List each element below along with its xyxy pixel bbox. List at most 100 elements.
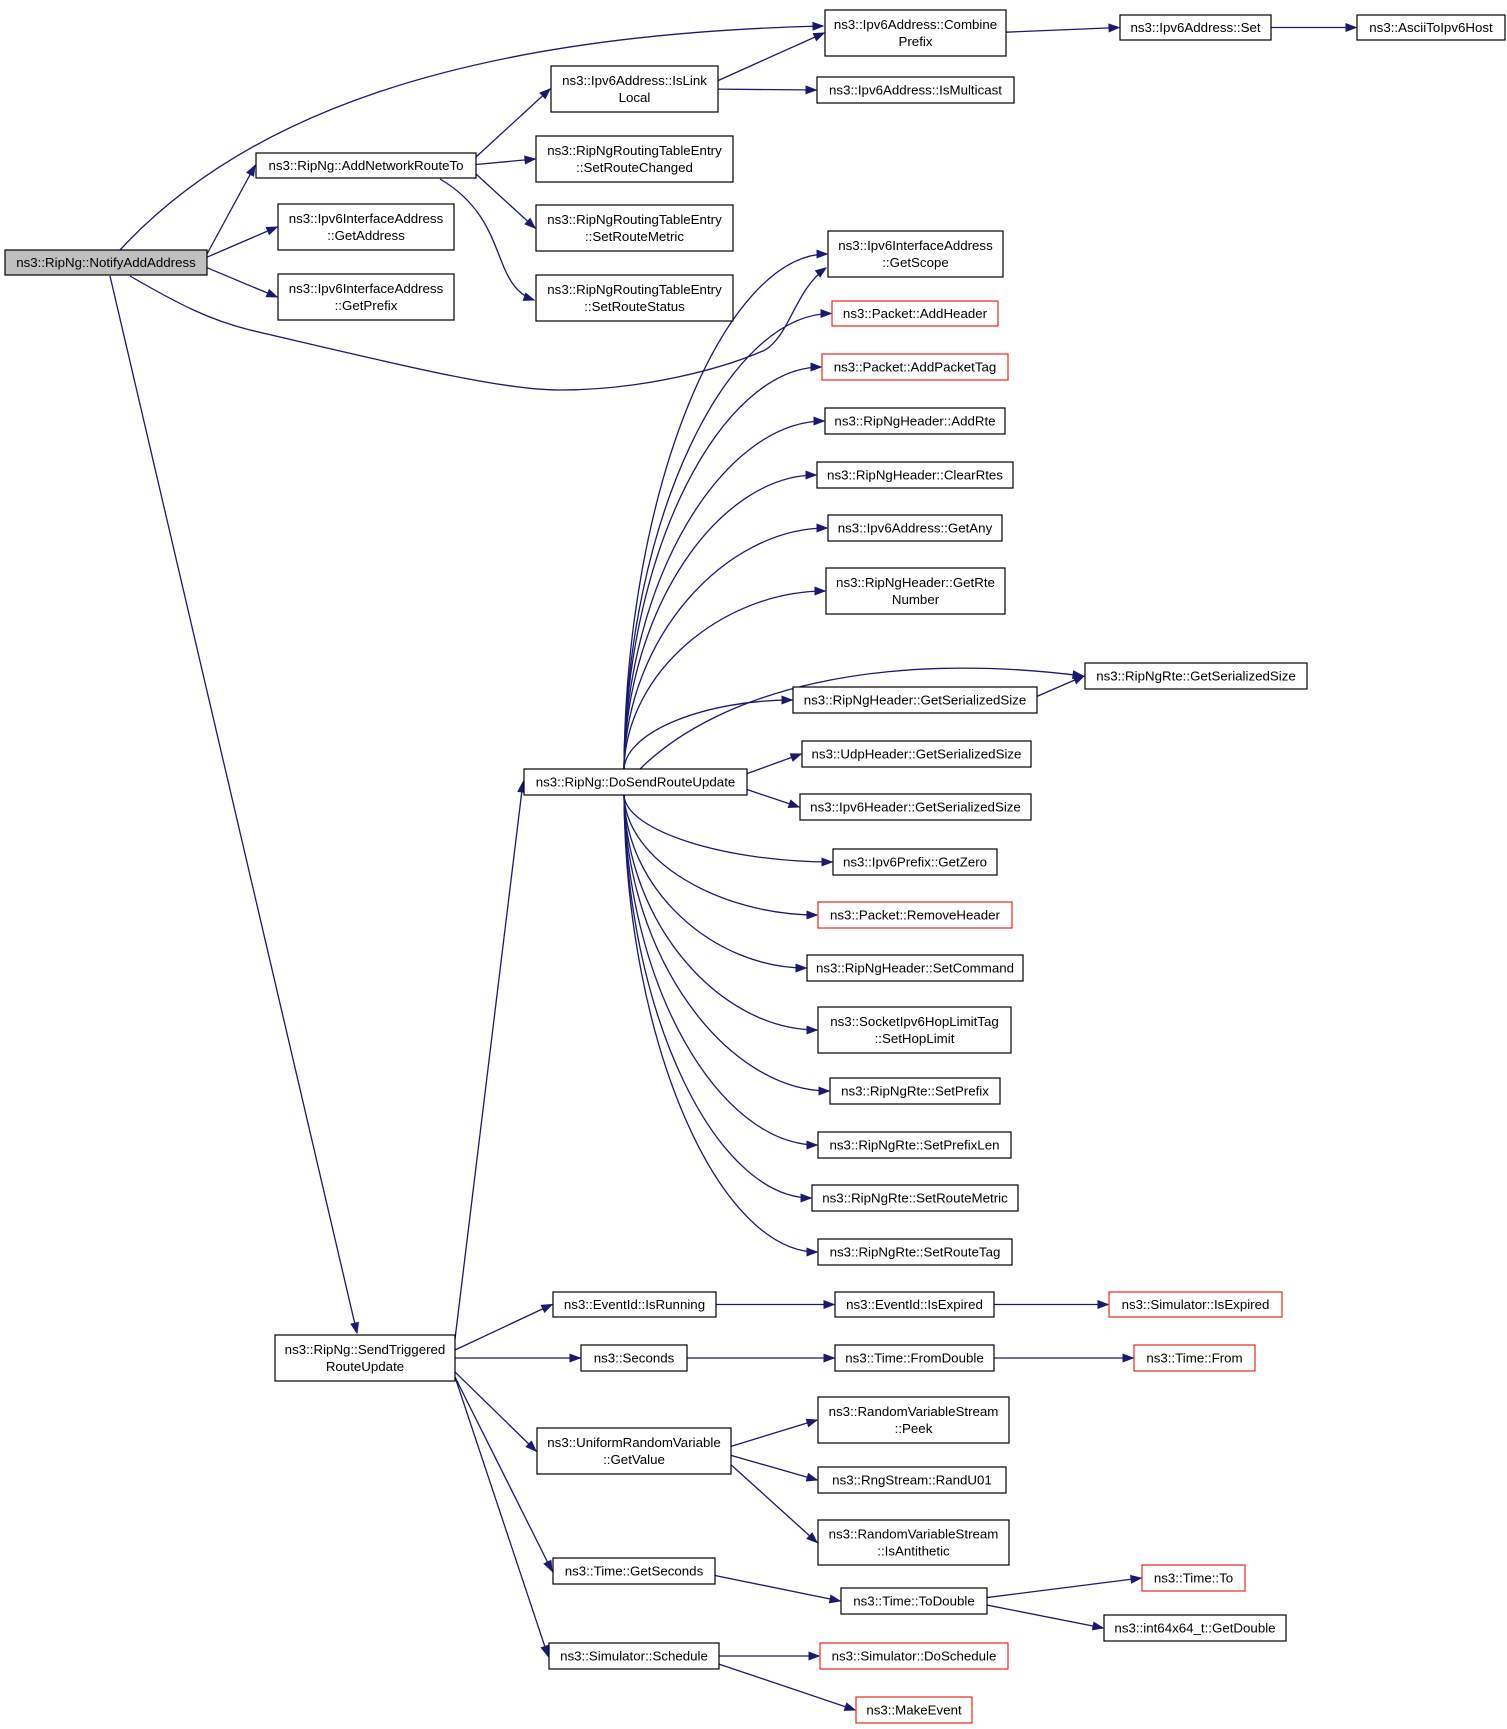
node-todouble[interactable]: ns3::Time::ToDouble: [840, 1587, 988, 1615]
edge-line: [623, 794, 818, 916]
node-timefrom[interactable]: ns3::Time::From: [1133, 1344, 1256, 1372]
edge-dosend-to-sethoplimit: [623, 794, 819, 1035]
edge-ipv6set-to-ascii: [1271, 22, 1358, 33]
node-box: [831, 300, 999, 327]
node-ipv6serial[interactable]: ns3::Ipv6Header::GetSerializedSize: [799, 793, 1032, 821]
node-ifgetprefix[interactable]: ns3::Ipv6InterfaceAddress::GetPrefix: [277, 273, 455, 321]
node-seconds[interactable]: ns3::Seconds: [580, 1344, 688, 1372]
node-addnet[interactable]: ns3::RipNg::AddNetworkRouteTo: [255, 152, 477, 179]
node-doschedule[interactable]: ns3::Simulator::DoSchedule: [819, 1642, 1009, 1670]
node-addrte[interactable]: ns3::RipNgHeader::AddRte: [824, 407, 1006, 435]
edge-line: [986, 1604, 1104, 1629]
node-isrunning[interactable]: ns3::EventId::IsRunning: [552, 1291, 717, 1318]
node-box: [817, 1519, 1010, 1566]
node-label: RouteUpdate: [326, 1359, 404, 1374]
node-ifgetaddr[interactable]: ns3::Ipv6InterfaceAddress::GetAddress: [277, 203, 455, 251]
node-hdrserial[interactable]: ns3::RipNgHeader::GetSerializedSize: [792, 686, 1038, 714]
node-setcommand[interactable]: ns3::RipNgHeader::SetCommand: [806, 954, 1024, 982]
edge-sendtrig-to-getseconds: [454, 1376, 553, 1573]
node-uniform[interactable]: ns3::UniformRandomVariable::GetValue: [536, 1427, 732, 1475]
node-label: ns3::RipNg::DoSendRouteUpdate: [536, 775, 736, 790]
edge-line: [475, 88, 551, 158]
edge-dosend-to-clearrtes: [623, 470, 818, 770]
node-setroutechanged[interactable]: ns3::RipNgRoutingTableEntry::SetRouteCha…: [535, 135, 734, 183]
arrowhead-icon: [524, 217, 537, 229]
edge-line: [439, 178, 535, 301]
node-rtesetmetric[interactable]: ns3::RipNgRte::SetRouteMetric: [811, 1184, 1019, 1212]
node-getseconds[interactable]: ns3::Time::GetSeconds: [552, 1557, 716, 1585]
node-box: [523, 768, 748, 796]
node-dosend[interactable]: ns3::RipNg::DoSendRouteUpdate: [523, 768, 748, 796]
arrowhead-icon: [350, 1321, 360, 1335]
arrowhead-icon: [789, 753, 803, 762]
node-box: [840, 1587, 988, 1615]
node-label: ns3::Simulator::DoSchedule: [832, 1649, 997, 1664]
node-box: [1084, 662, 1308, 690]
node-ipv6set[interactable]: ns3::Ipv6Address::Set: [1119, 14, 1272, 41]
node-isantithetic[interactable]: ns3::RandomVariableStream::IsAntithetic: [817, 1519, 1010, 1566]
node-box: [824, 9, 1007, 57]
node-addheader[interactable]: ns3::Packet::AddHeader: [831, 300, 999, 327]
node-timeto[interactable]: ns3::Time::To: [1141, 1564, 1246, 1592]
node-setprefix[interactable]: ns3::RipNgRte::SetPrefix: [829, 1077, 1001, 1105]
node-label: ns3::RipNgRte::SetPrefixLen: [830, 1138, 1000, 1153]
node-box: [827, 514, 1003, 542]
node-label: ns3::Ipv6Address::IsMulticast: [829, 83, 1002, 98]
edge-line: [623, 420, 825, 770]
node-box: [552, 1291, 717, 1318]
node-setroutetag[interactable]: ns3::RipNgRte::SetRouteTag: [817, 1238, 1013, 1266]
node-fromdouble[interactable]: ns3::Time::FromDouble: [834, 1344, 995, 1372]
edge-line: [730, 1464, 818, 1543]
edge-line: [714, 1574, 841, 1602]
node-int64getdouble[interactable]: ns3::int64x64_t::GetDouble: [1103, 1614, 1287, 1642]
node-getany[interactable]: ns3::Ipv6Address::GetAny: [827, 514, 1003, 542]
node-box: [825, 567, 1006, 615]
node-label: ns3::Ipv6Address::IsLink: [562, 73, 707, 88]
arrowhead-icon: [806, 1140, 819, 1150]
edge-seconds-to-fromdouble: [687, 1353, 836, 1363]
edge-sendtrig-to-isrunning: [454, 1303, 554, 1351]
edge-line: [623, 794, 818, 1253]
node-box: [817, 1131, 1012, 1159]
node-getzero[interactable]: ns3::Ipv6Prefix::GetZero: [832, 848, 998, 876]
arrowhead-icon: [806, 910, 819, 920]
arrowhead-icon: [820, 308, 833, 319]
node-clearrtes[interactable]: ns3::RipNgHeader::ClearRtes: [816, 461, 1014, 489]
node-ismulticast[interactable]: ns3::Ipv6Address::IsMulticast: [816, 76, 1015, 104]
node-randu01[interactable]: ns3::RngStream::RandU01: [817, 1466, 1007, 1494]
node-setroutemetric_e[interactable]: ns3::RipNgRoutingTableEntry::SetRouteMet…: [535, 204, 734, 252]
node-ascii[interactable]: ns3::AsciiToIpv6Host: [1356, 14, 1506, 41]
arrowhead-icon: [816, 523, 829, 533]
edge-dosend-to-hdrserial: [623, 695, 794, 770]
node-label: ns3::RipNgRoutingTableEntry: [547, 212, 722, 227]
edge-line: [623, 312, 832, 770]
edge-getseconds-to-todouble: [714, 1574, 842, 1604]
node-sethoplimit[interactable]: ns3::SocketIpv6HopLimitTag::SetHopLimit: [817, 1006, 1012, 1054]
nodes-layer: ns3::RipNg::NotifyAddAddressns3::RipNg::…: [4, 9, 1506, 1724]
node-box: [829, 1077, 1001, 1105]
node-isexpired[interactable]: ns3::EventId::IsExpired: [834, 1291, 995, 1318]
node-rteserial[interactable]: ns3::RipNgRte::GetSerializedSize: [1084, 662, 1308, 690]
node-box: [1133, 1344, 1256, 1372]
node-makeevent[interactable]: ns3::MakeEvent: [855, 1696, 973, 1724]
node-addpackettag[interactable]: ns3::Packet::AddPacketTag: [821, 353, 1009, 381]
node-box: [817, 1396, 1010, 1444]
edge-line: [623, 590, 826, 770]
edge-line: [717, 88, 817, 91]
node-schedule[interactable]: ns3::Simulator::Schedule: [548, 1642, 720, 1670]
node-peek[interactable]: ns3::RandomVariableStream::Peek: [817, 1396, 1010, 1444]
edge-line: [623, 474, 817, 770]
node-removeheader[interactable]: ns3::Packet::RemoveHeader: [817, 901, 1013, 929]
node-udpserial[interactable]: ns3::UdpHeader::GetSerializedSize: [801, 740, 1032, 768]
node-setroutestatus[interactable]: ns3::RipNgRoutingTableEntry::SetRouteSta…: [535, 274, 734, 322]
edge-dosend-to-setprefixlen: [623, 794, 819, 1150]
node-getscope[interactable]: ns3::Ipv6InterfaceAddress::GetScope: [827, 230, 1004, 278]
node-setprefixlen[interactable]: ns3::RipNgRte::SetPrefixLen: [817, 1131, 1012, 1159]
node-box: [799, 793, 1032, 821]
node-label: ns3::Ipv6Address::Combine: [834, 17, 997, 32]
node-simisexpired[interactable]: ns3::Simulator::IsExpired: [1108, 1291, 1283, 1318]
